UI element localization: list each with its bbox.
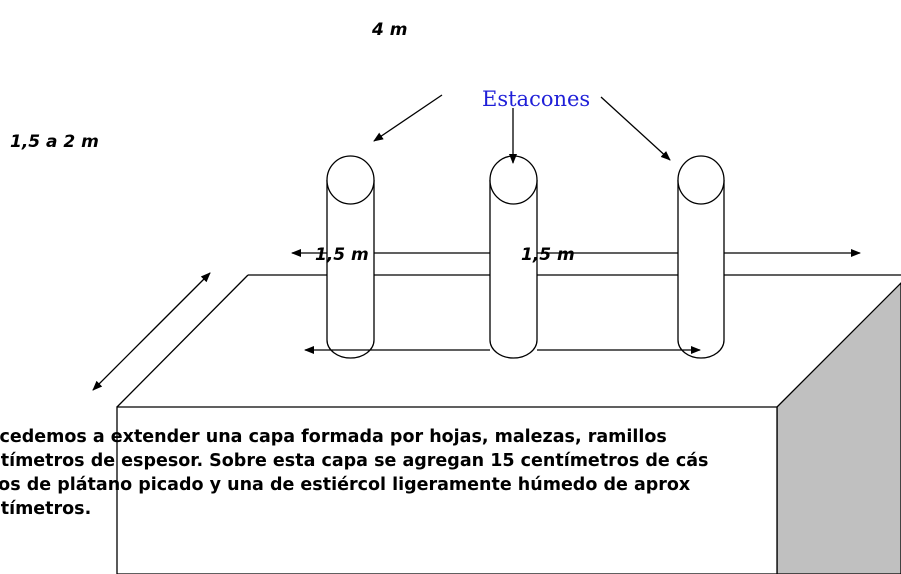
pile-top-face — [116, 274, 901, 408]
paragraph-line: centímetros. — [0, 499, 92, 519]
width-dimension-arrow — [92, 272, 211, 391]
stake-right — [677, 155, 725, 359]
length-label: 4 m — [372, 20, 408, 40]
stake-left — [326, 155, 375, 359]
instruction-paragraph: Procedemos a extender una capa formada p… — [0, 425, 901, 521]
stake-middle — [489, 155, 538, 359]
spacing-label-left: 1,5 m — [315, 245, 369, 265]
paragraph-line: tallos de plátano picado y una de estiér… — [0, 475, 691, 495]
stakes-callout-label: Estacones — [482, 87, 591, 111]
height-label: 1,5 a 2 m — [10, 132, 99, 152]
paragraph-line: centímetros de espesor. Sobre esta capa … — [0, 451, 709, 471]
pile-front-face — [116, 406, 778, 574]
spacing-label-right: 1,5 m — [521, 245, 575, 265]
paragraph-line: Procedemos a extender una capa formada p… — [0, 427, 667, 447]
callout-arrow-left — [373, 94, 443, 142]
callout-arrow-right — [600, 96, 671, 161]
